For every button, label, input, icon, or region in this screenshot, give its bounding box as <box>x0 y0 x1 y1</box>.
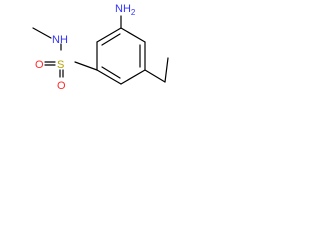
sulfonamide-nh-label: NH <box>52 34 68 46</box>
amino-group-label: NH2 <box>115 3 136 17</box>
ethyl-bond <box>164 57 169 83</box>
methyl-bond <box>32 27 52 39</box>
sulfur-atom-label: S <box>57 59 64 71</box>
ring-bond <box>120 69 146 85</box>
bonds <box>32 15 169 85</box>
atom-labels: NH2 NH S O O <box>35 3 136 92</box>
carbon-sulfur-bond <box>74 61 98 71</box>
ring-bond <box>96 69 122 85</box>
ring-double-bond <box>101 33 121 46</box>
oxygen-atom-label: O <box>35 59 44 71</box>
oxygen-atom-label: O <box>57 80 66 92</box>
ring-double-bond <box>101 66 121 79</box>
chemical-structure: NH2 NH S O O <box>32 3 169 92</box>
ring-bond <box>120 27 146 43</box>
ring-bond <box>96 27 122 43</box>
ethyl-bond <box>144 69 166 83</box>
